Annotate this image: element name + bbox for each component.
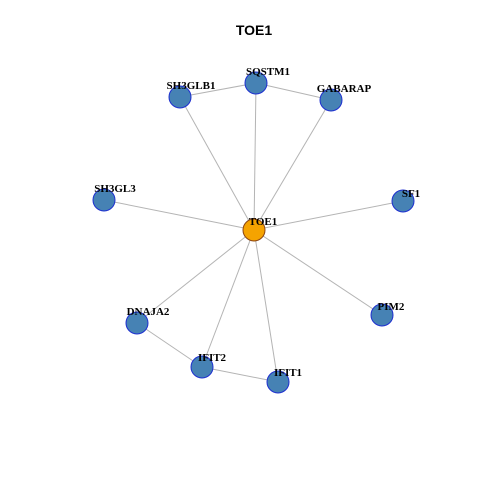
node-sf1: SF1 xyxy=(391,188,420,213)
node-label-ifit2: IFIT2 xyxy=(198,352,227,364)
node-label-sh3glb1: SH3GLB1 xyxy=(167,80,216,92)
node-sh3glb1: SH3GLB1 xyxy=(167,80,216,109)
node-label-dnaja2: DNAJA2 xyxy=(127,306,170,318)
edge-toe1-dnaja2 xyxy=(136,229,255,324)
node-circle-ifit1 xyxy=(266,370,290,394)
edge-toe1-ifit2 xyxy=(201,229,255,368)
diagram-title: TOE1 xyxy=(236,22,273,38)
edge-sh3glb1-sqstm1 xyxy=(179,82,257,98)
node-circle-pim2 xyxy=(370,303,394,327)
edge-toe1-sqstm1 xyxy=(253,82,257,231)
node-pim2: PIM2 xyxy=(370,301,405,327)
node-label-ifit1: IFIT1 xyxy=(274,367,302,379)
node-circle-ifit2 xyxy=(190,355,214,379)
node-label-toe1: TOE1 xyxy=(249,216,278,228)
node-toe1: TOE1 xyxy=(242,216,278,242)
node-label-gabarap: GABARAP xyxy=(317,83,372,95)
edge-toe1-sf1 xyxy=(253,200,404,231)
node-gabarap: GABARAP xyxy=(317,83,372,112)
edge-layer xyxy=(103,82,404,383)
node-circle-sqstm1 xyxy=(244,71,268,95)
node-circle-gabarap xyxy=(319,88,343,112)
edge-toe1-pim2 xyxy=(253,229,383,316)
node-circle-toe1 xyxy=(242,218,266,242)
edge-ifit2-ifit1 xyxy=(201,366,279,383)
node-sh3gl3: SH3GL3 xyxy=(92,183,136,212)
node-label-sf1: SF1 xyxy=(402,188,420,200)
node-label-sqstm1: SQSTM1 xyxy=(246,66,290,78)
node-circle-sf1 xyxy=(391,189,415,213)
node-sqstm1: SQSTM1 xyxy=(244,66,290,95)
node-dnaja2: DNAJA2 xyxy=(125,306,170,335)
edge-sqstm1-gabarap xyxy=(255,82,332,101)
node-circle-sh3gl3 xyxy=(92,188,116,212)
edge-dnaja2-ifit2 xyxy=(136,322,203,368)
edge-toe1-ifit1 xyxy=(253,229,279,383)
node-ifit1: IFIT1 xyxy=(266,367,302,394)
node-label-pim2: PIM2 xyxy=(378,301,405,313)
edge-toe1-gabarap xyxy=(253,99,332,231)
edge-toe1-sh3gl3 xyxy=(103,199,255,231)
node-circle-sh3glb1 xyxy=(168,85,192,109)
node-circle-dnaja2 xyxy=(125,311,149,335)
edge-toe1-sh3glb1 xyxy=(179,96,255,231)
node-label-sh3gl3: SH3GL3 xyxy=(94,183,136,195)
node-ifit2: IFIT2 xyxy=(190,352,227,379)
